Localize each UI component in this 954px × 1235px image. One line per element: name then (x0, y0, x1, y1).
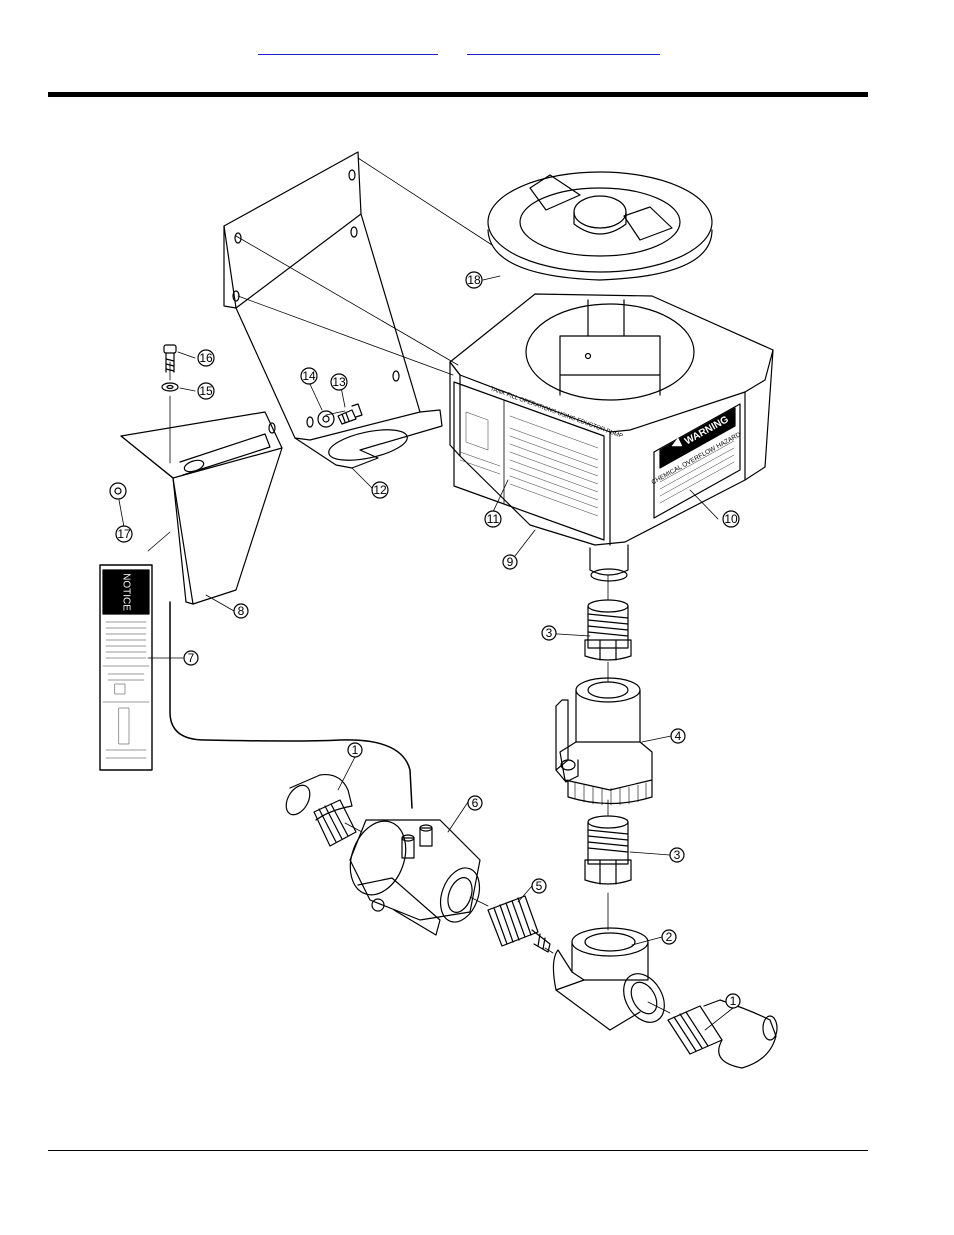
callout-1a: 1 (347, 742, 363, 758)
callout-2: 2 (661, 929, 677, 945)
callout-7: 7 (183, 650, 199, 666)
callout-6: 6 (467, 795, 483, 811)
svg-text:4: 4 (675, 729, 682, 743)
callout-12: 12 (371, 481, 389, 499)
hopper-lid (487, 171, 713, 281)
footer-rule (48, 1150, 868, 1151)
svg-text:2: 2 (666, 930, 673, 944)
warning-decal: WARNING CHEMICAL OVERFLOW HAZARD (650, 403, 742, 519)
callout-17: 17 (115, 525, 133, 543)
svg-text:10: 10 (724, 512, 738, 526)
svg-text:15: 15 (199, 384, 213, 398)
callout-3b: 3 (669, 847, 685, 863)
callout-14: 14 (300, 367, 318, 385)
svg-text:7: 7 (188, 651, 195, 665)
callout-1b: 1 (725, 993, 741, 1009)
notice-heading: NOTICE (121, 573, 132, 611)
svg-text:11: 11 (487, 512, 500, 526)
nav-link-2[interactable] (467, 38, 660, 55)
hose-elbow-left (285, 773, 357, 847)
drip-funnel (120, 411, 283, 605)
mounting-bracket (223, 151, 443, 469)
nipple-fitting-lower (584, 815, 632, 885)
svg-text:1: 1 (352, 743, 359, 757)
callout-10: 10 (722, 510, 740, 528)
washer-14 (317, 410, 335, 428)
svg-text:13: 13 (332, 375, 346, 389)
notice-decal: NOTICE (99, 564, 153, 771)
svg-text:17: 17 (117, 527, 131, 541)
instruction-heading: TANK FILL OPERATIONS USING EDUCTOR PUMP (489, 386, 623, 440)
callout-4: 4 (670, 728, 686, 744)
callout-leaders (118, 275, 734, 1031)
nav-link-1[interactable] (258, 38, 438, 55)
svg-text:18: 18 (467, 273, 481, 287)
pipe-tee (552, 927, 665, 1031)
bolt-16 (163, 344, 177, 373)
washer-15 (161, 382, 179, 392)
nipple-fitting-upper (584, 599, 632, 661)
svg-text:9: 9 (507, 555, 514, 569)
svg-text:12: 12 (373, 483, 387, 497)
suction-hose (169, 601, 413, 809)
svg-text:16: 16 (199, 351, 213, 365)
svg-text:3: 3 (546, 626, 553, 640)
ball-valve (555, 677, 653, 806)
hose-elbow-right (667, 999, 778, 1069)
callout-9: 9 (502, 554, 518, 570)
callout-16: 16 (197, 349, 215, 367)
callout-15: 15 (197, 382, 215, 400)
instruction-decal: TANK FILL OPERATIONS USING EDUCTOR PUMP (453, 381, 623, 541)
svg-text:8: 8 (238, 604, 245, 618)
three-way-valve (349, 819, 481, 936)
bolt-13 (337, 403, 363, 425)
callout-18: 18 (465, 271, 483, 289)
callout-11: 11 (484, 510, 502, 528)
svg-text:14: 14 (302, 369, 316, 383)
chemical-hopper (449, 293, 774, 582)
callout-3a: 3 (541, 625, 557, 641)
nut-17 (109, 482, 127, 500)
svg-text:3: 3 (674, 848, 681, 862)
callout-13: 13 (330, 373, 348, 391)
svg-text:1: 1 (730, 994, 737, 1008)
header-rule (48, 92, 868, 97)
hose-barb (487, 895, 551, 953)
callout-8: 8 (233, 603, 249, 619)
callout-5: 5 (531, 878, 547, 894)
assembly-lines (169, 157, 671, 1014)
svg-text:6: 6 (472, 796, 479, 810)
svg-text:5: 5 (536, 879, 543, 893)
